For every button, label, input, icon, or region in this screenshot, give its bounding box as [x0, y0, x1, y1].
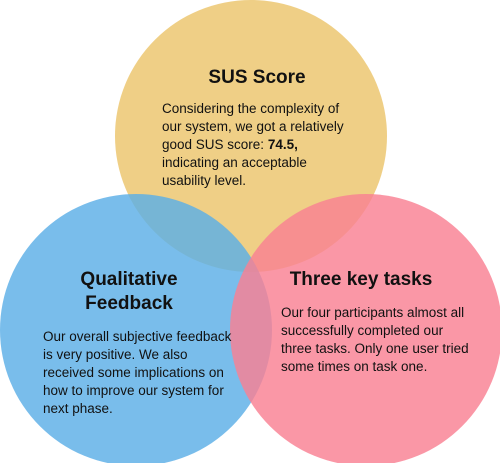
sus-score-description: Considering the complexity of our system… — [162, 100, 352, 190]
sus-score-section: SUS Score Considering the complexity of … — [162, 66, 352, 190]
three-key-tasks-circle — [230, 194, 500, 463]
three-key-tasks-section: Three key tasks Our four participants al… — [281, 268, 471, 376]
sus-score-text-before: Considering the complexity of our system… — [162, 101, 344, 152]
sus-score-text-after: indicating an acceptable usability level… — [162, 155, 307, 188]
three-key-tasks-description: Our four participants almost all success… — [281, 305, 469, 374]
qualitative-feedback-description: Our overall subjective feedback is very … — [43, 329, 232, 416]
qualitative-feedback-title: Qualitative Feedback — [80, 269, 178, 314]
sus-score-value: 74.5, — [267, 137, 298, 152]
sus-score-title: SUS Score — [208, 67, 306, 88]
qualitative-feedback-section: Qualitative Feedback Our overall subject… — [43, 268, 233, 418]
three-key-tasks-title: Three key tasks — [289, 269, 433, 290]
qualitative-feedback-circle — [0, 194, 272, 463]
